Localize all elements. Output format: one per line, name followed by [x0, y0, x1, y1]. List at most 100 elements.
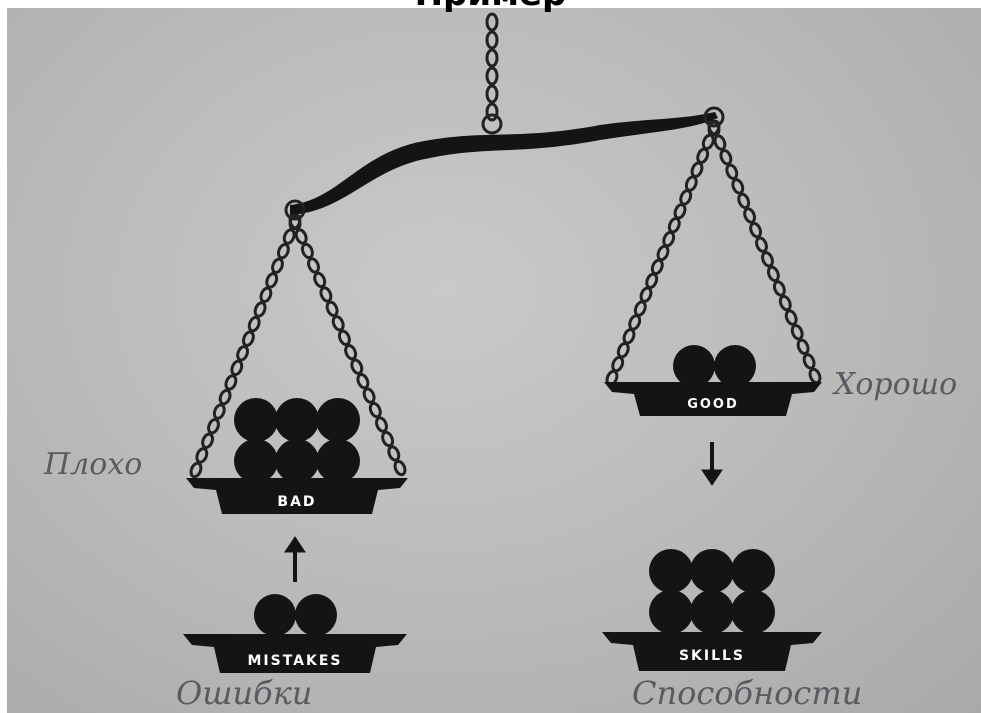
scale-beam — [290, 112, 718, 215]
mistakes-pan-group: MISTAKES — [183, 594, 407, 673]
chain-link — [790, 323, 804, 341]
chain-link — [808, 367, 822, 385]
good-pan-label: GOOD — [687, 397, 739, 412]
chain-link — [189, 461, 203, 479]
weight-ball — [234, 439, 278, 483]
left-pan-chains — [189, 213, 407, 479]
chain-link — [743, 207, 757, 224]
chain-link — [761, 251, 774, 268]
chain-link — [393, 459, 407, 477]
skills-balls — [649, 549, 775, 634]
chain-link — [212, 403, 226, 420]
chain-link — [737, 192, 751, 210]
chain-link — [331, 315, 345, 332]
title-overlay: Пример — [0, 0, 981, 14]
bad-pan-label: BAD — [277, 494, 316, 510]
chain-link — [784, 309, 798, 326]
mistakes-pan-label: MISTAKES — [247, 653, 342, 669]
mistakes-pan — [183, 634, 407, 673]
good-pan-group: GOOD — [604, 345, 822, 416]
chain-link — [796, 338, 810, 356]
chain-link — [218, 388, 232, 406]
handwritten-skills: Способности — [632, 674, 862, 712]
weight-ball — [690, 590, 734, 634]
chain-link — [749, 221, 763, 239]
good-pan — [604, 382, 822, 416]
chain-link — [307, 257, 320, 274]
handwritten-mistakes: Ошибки — [176, 674, 312, 712]
chain-link — [276, 242, 290, 260]
chain-link — [337, 329, 351, 346]
chain-link — [253, 301, 267, 318]
chain-link — [375, 416, 388, 433]
skills-pan-label: SKILLS — [679, 648, 745, 664]
chain-link — [387, 445, 401, 462]
chain-link — [325, 300, 339, 317]
weight-ball — [673, 345, 715, 387]
chain-link — [802, 353, 816, 370]
chain-link — [344, 344, 358, 361]
chain-link — [195, 447, 209, 464]
chain-link — [288, 213, 302, 231]
weight-ball — [714, 345, 756, 387]
chain-link — [778, 294, 792, 312]
skills-pan-group: SKILLS — [602, 549, 822, 671]
weight-ball — [275, 439, 319, 483]
chain-link — [207, 417, 220, 435]
right-beam-ring — [703, 106, 725, 128]
bad-balls — [234, 398, 360, 483]
chain-link — [350, 358, 364, 375]
weight-ball — [254, 594, 296, 636]
handwritten-good: Хорошо — [832, 367, 957, 402]
photo-background — [7, 8, 981, 713]
chain-link — [265, 272, 279, 289]
chain-link — [362, 387, 376, 404]
weight-ball — [295, 594, 337, 636]
mistakes-balls — [254, 594, 337, 636]
weight-ball — [731, 549, 775, 593]
weight-ball — [649, 549, 693, 593]
down-arrow — [701, 442, 723, 486]
weight-ball — [275, 398, 319, 442]
weight-ball — [234, 398, 278, 442]
chain-link — [201, 432, 215, 450]
chain-link — [300, 242, 314, 260]
chain-link — [271, 257, 284, 275]
weight-ball — [731, 590, 775, 634]
chain-link — [725, 163, 739, 181]
chain-link — [294, 228, 308, 245]
top-chain — [481, 12, 503, 135]
weight-ball — [316, 398, 360, 442]
skills-pan — [602, 632, 822, 671]
left-beam-ring — [284, 199, 306, 221]
right-pan-chains — [605, 119, 822, 387]
weight-ball — [316, 439, 360, 483]
chain-link — [259, 286, 273, 304]
chain-link — [247, 315, 261, 333]
chain-link — [319, 286, 333, 303]
chain-link — [230, 359, 244, 377]
chain-link — [241, 330, 255, 347]
weight-ball — [690, 549, 734, 593]
chain-link — [755, 236, 768, 253]
chain-link — [766, 265, 780, 283]
up-arrow — [284, 536, 306, 582]
chain-link — [707, 119, 721, 137]
chain-link — [368, 401, 382, 419]
good-balls — [673, 345, 756, 387]
chain-link — [313, 271, 327, 289]
handwritten-bad: Плохо — [43, 447, 142, 482]
chain-link — [224, 374, 238, 391]
chain-link — [731, 178, 745, 195]
chain-link — [356, 373, 370, 390]
chain-link — [719, 148, 733, 166]
chain-link — [282, 228, 296, 245]
chain-link — [713, 134, 727, 151]
chain-link — [381, 430, 395, 448]
bad-pan-group: BAD — [186, 398, 408, 514]
bad-pan — [186, 478, 408, 514]
weight-ball — [649, 590, 693, 634]
chain-link — [236, 345, 250, 362]
